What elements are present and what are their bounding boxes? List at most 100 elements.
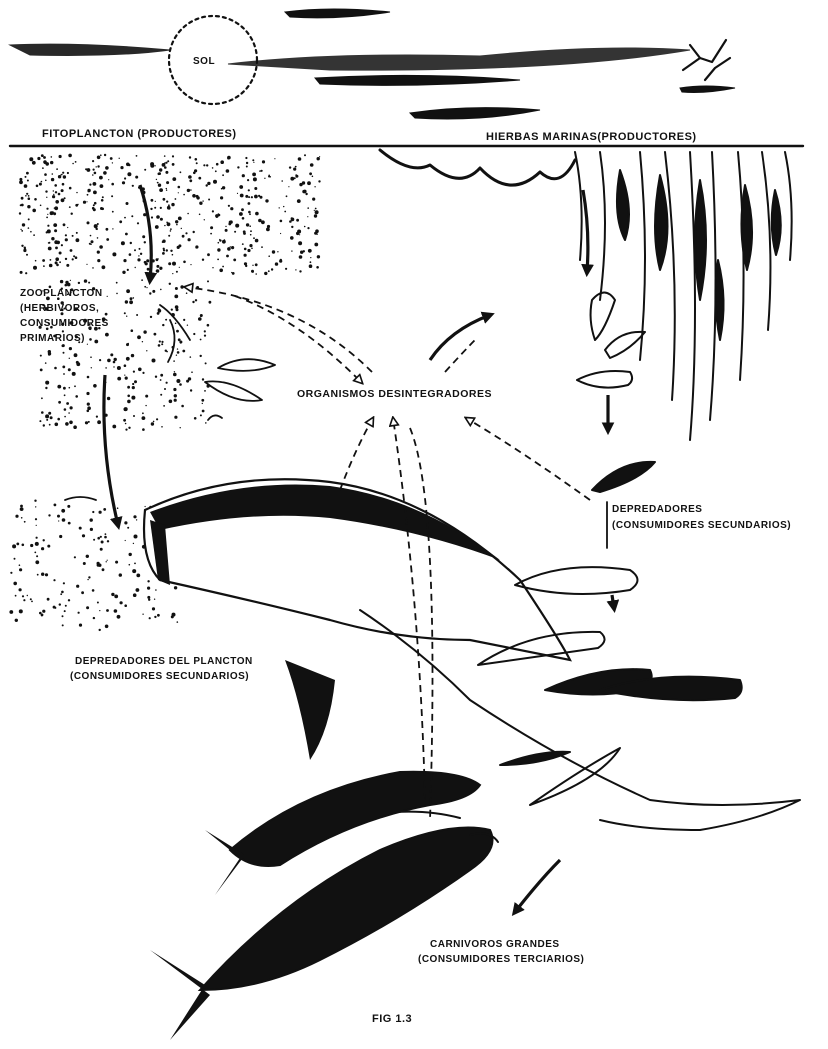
plankton-dot [187, 325, 188, 326]
plankton-dot [307, 227, 309, 229]
plankton-dot [21, 517, 23, 519]
plankton-dot [41, 411, 44, 414]
plankton-dot [112, 425, 116, 429]
plankton-dot [315, 208, 317, 210]
plankton-dot [200, 414, 202, 416]
plankton-dot [162, 240, 165, 243]
plankton-dot [93, 204, 95, 206]
plankton-dot [207, 253, 210, 256]
plankton-dot [125, 377, 128, 380]
plankton-dot [271, 268, 273, 270]
plankton-dot [240, 194, 244, 198]
plankton-dot [56, 168, 58, 170]
plankton-dot [46, 197, 47, 198]
plankton-dot [204, 330, 206, 332]
plankton-dot [47, 225, 49, 227]
plankton-dot [45, 180, 47, 182]
plankton-dot [175, 198, 177, 200]
plankton-dot [125, 300, 128, 303]
plankton-dot [96, 166, 97, 167]
plankton-dot [245, 157, 247, 159]
plankton-dot [125, 423, 127, 425]
plankton-dot [174, 416, 177, 419]
plankton-dot [19, 568, 22, 571]
plankton-dot [174, 371, 175, 372]
plankton-dot [138, 368, 142, 372]
plankton-dot [36, 525, 37, 526]
plankton-dot [250, 234, 252, 236]
plankton-dot [97, 165, 99, 167]
plankton-dot [161, 426, 163, 428]
plankton-dot [55, 191, 57, 193]
plankton-dot [20, 229, 21, 230]
plankton-dot [127, 386, 130, 389]
plankton-dot [136, 588, 140, 592]
plankton-dot [97, 562, 100, 565]
plankton-dot [151, 422, 154, 425]
plankton-dot [193, 333, 195, 335]
plankton-dot [178, 217, 182, 221]
plankton-dot [90, 235, 92, 237]
plankton-dot [28, 227, 30, 229]
plankton-dot [248, 211, 251, 214]
plankton-dot [159, 340, 161, 342]
plankton-dot [20, 204, 22, 206]
plankton-dot [290, 177, 294, 181]
plankton-dot [62, 344, 65, 347]
plankton-dot [55, 200, 59, 204]
plankton-dot [160, 218, 163, 221]
plankton-dot [312, 176, 314, 178]
plankton-dot [62, 172, 64, 174]
plankton-dot [68, 599, 70, 601]
plankton-dot [195, 247, 197, 249]
plankton-dot [62, 624, 64, 626]
plankton-dot [175, 287, 178, 290]
plankton-dot [225, 229, 228, 232]
plankton-dot [26, 254, 28, 256]
plankton-dot [21, 230, 23, 232]
plankton-dot [158, 172, 161, 175]
plankton-dot [222, 266, 224, 268]
plankton-dot [310, 261, 312, 263]
plankton-dot [268, 255, 270, 257]
plankton-dot [111, 183, 114, 186]
plankton-dot [51, 178, 54, 181]
plankton-dot [35, 518, 37, 520]
plankton-dot [59, 252, 62, 255]
plankton-dot [99, 176, 103, 180]
plankton-dot [93, 182, 97, 186]
plankton-dot [69, 358, 70, 359]
plankton-dot [76, 238, 80, 242]
plankton-dot [296, 219, 299, 222]
plankton-dot [195, 158, 198, 161]
plankton-dot [74, 556, 76, 558]
plankton-dot [212, 210, 214, 212]
plankton-dot [274, 158, 275, 159]
plankton-dot [62, 366, 65, 369]
plankton-dot [68, 522, 71, 525]
plankton-dot [54, 206, 58, 210]
plankton-dot [75, 161, 77, 163]
plankton-dot [70, 249, 73, 252]
plankton-dot [126, 316, 127, 317]
plankton-dot [119, 158, 120, 159]
plankton-dot [54, 229, 57, 232]
plankton-dot [249, 225, 251, 227]
plankton-dot [248, 202, 251, 205]
plankton-dot [124, 521, 127, 524]
plankton-dot [45, 573, 48, 576]
plankton-dot [87, 403, 90, 406]
plankton-dot [117, 366, 121, 370]
plankton-dot [149, 292, 151, 294]
plankton-dot [103, 508, 106, 511]
plankton-dot [59, 603, 61, 605]
plankton-dot [280, 220, 283, 223]
plankton-dot [86, 555, 89, 558]
plankton-dot [107, 397, 110, 400]
plankton-dot [171, 203, 174, 206]
plankton-dot [188, 238, 191, 241]
plankton-dot [97, 237, 99, 239]
plankton-dot [166, 249, 168, 251]
plankton-dot [264, 178, 265, 179]
plankton-dot [133, 297, 135, 299]
